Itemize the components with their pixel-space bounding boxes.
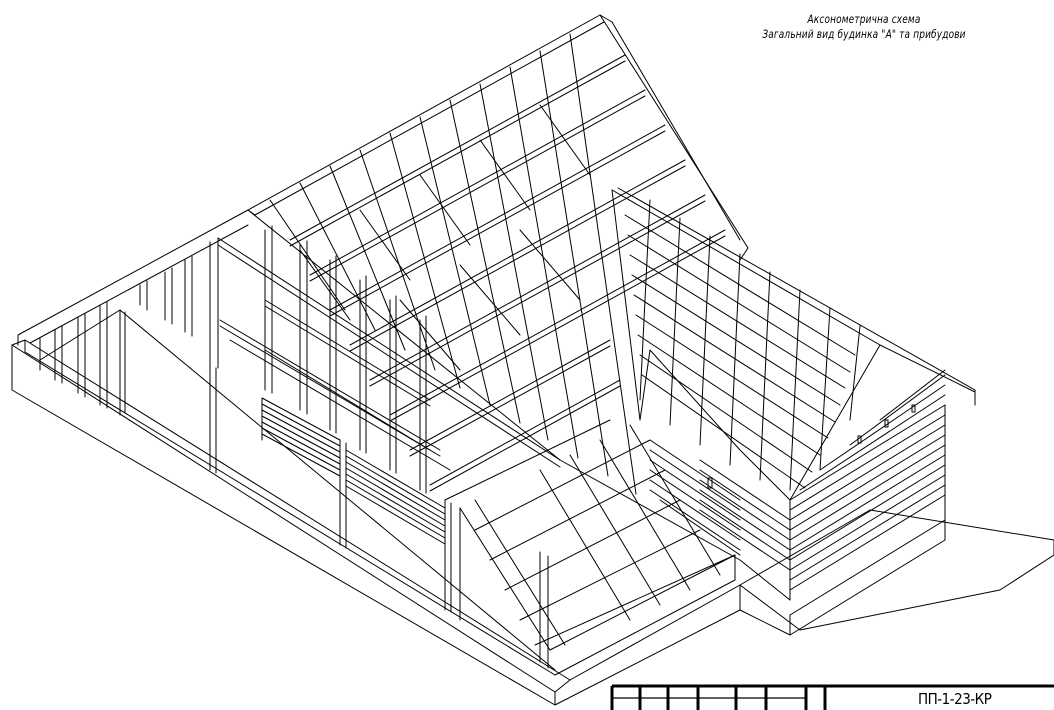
- drawing-code: ПП-1-23-КР: [918, 690, 992, 708]
- main-roof-frame: [247, 14, 749, 561]
- annex-walls: [639, 349, 946, 601]
- main-interior-frame: [217, 225, 561, 494]
- main-foundation: [11, 339, 741, 706]
- main-front-wall: [39, 309, 556, 671]
- main-wall-log-siding: [261, 397, 446, 545]
- porch-roof-frame: [444, 419, 736, 676]
- drawing-title: Аксонометрична схема: [807, 12, 921, 26]
- drawing-title-block: Аксонометрична схема Загальний вид будин…: [714, 12, 1014, 42]
- annex-roof-frame: [611, 187, 976, 501]
- left-gable-wall-studs: [17, 209, 256, 409]
- drawing-subtitle: Загальний вид будинка "А" та прибудови: [762, 27, 966, 41]
- annex-foundation: [739, 509, 1054, 636]
